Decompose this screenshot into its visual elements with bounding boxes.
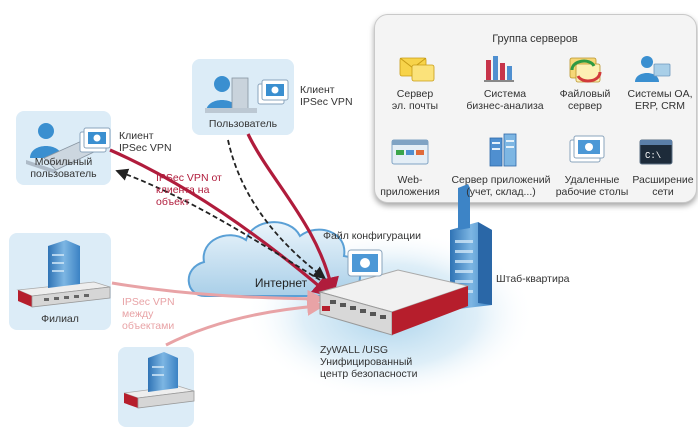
app-server-icon [489,133,517,167]
headquarters-tower-icon [458,184,470,230]
server-item-file-line2: сервер [567,100,603,112]
branch-label: Филиал [41,313,79,325]
server-item-erp-line1: Системы OA, [627,88,693,100]
site-to-site-vpn-line-branch [111,281,326,308]
mobile-user-label-line2: пользователь [30,168,97,180]
user-vpn-client-line2: IPSec VPN [300,96,353,108]
site-to-site-vpn-label: IPSec VPN между объектами [122,296,175,332]
browser-window-icon [391,139,429,165]
server-item-bi-line2: бизнес-анализа [466,100,544,112]
server-item-web-line2: приложения [380,186,440,198]
mobile-user-label-line1: Мобильный [34,156,93,168]
bar-chart-icon [484,56,514,82]
return-traffic-line-user [227,139,327,280]
server-item-web-line1: Web- [397,174,423,186]
site-to-site-vpn-line3: объектами [122,320,175,332]
server-item-remote: Удаленные рабочие столы [552,174,632,198]
server-item-file: Файловый сервер [555,88,615,112]
device-label-line1: ZyWALL /USG [320,344,389,356]
mail-icon [399,57,435,82]
server-item-erp: Системы OA, ERP, CRM [624,88,696,112]
person-screen-icon [635,56,671,82]
internet-label: Интернет [254,276,308,290]
client-to-site-vpn-line3: объект [156,196,190,208]
server-item-mail-line1: Сервер [396,88,434,100]
server-item-network-line1: Расширение [632,174,694,186]
mobile-vpn-client-label: Клиент IPSec VPN [119,130,172,154]
server-item-bi-line1: Система [483,88,527,100]
mobile-vpn-client-icon [79,127,111,153]
remote-desktop-icon [569,135,605,163]
client-vpn-line-mobile [109,148,332,297]
device-label-line2: Унифицированный [320,356,413,368]
branch-building-icon [48,240,80,288]
server-item-app-line2: (учет, склад...) [466,186,536,198]
client-to-site-vpn-line1: IPSec VPN от [156,172,222,184]
mobile-vpn-client-line2: IPSec VPN [119,142,172,154]
command-prompt-icon: C:\ [639,139,673,165]
user-label: Пользователь [208,118,278,130]
server-item-mail: Сервер эл. почты [380,88,450,112]
server-group-title: Группа серверов [492,33,578,45]
second-branch-building-icon [148,352,178,392]
server-item-app: Сервер приложений (учет, склад...) [446,174,556,198]
user-vpn-client-icon [257,79,289,105]
mobile-vpn-client-line1: Клиент [119,130,154,142]
second-branch-device-icon [123,385,195,409]
headquarters-label: Штаб-квартира [496,273,570,285]
server-item-mail-line2: эл. почты [391,100,439,112]
branch-device-icon [16,281,111,308]
server-item-remote-line2: рабочие столы [555,186,629,198]
site-to-site-vpn-line-second-branch [165,297,326,347]
site-to-site-vpn-line1: IPSec VPN [122,296,175,308]
site-to-site-vpn-line2: между [122,308,154,320]
zywall-device-icon [318,269,470,336]
server-item-bi: Система бизнес-анализа [460,88,550,112]
server-item-remote-line1: Удаленные [564,174,620,186]
server-item-web: Web- приложения [380,174,440,198]
server-item-app-line1: Сервер приложений [451,174,551,186]
server-item-network: Расширение сети [630,174,696,198]
server-item-erp-line2: ERP, CRM [635,100,685,112]
config-file-icon [347,249,383,277]
return-traffic-line-mobile [115,168,321,281]
client-to-site-vpn-label: IPSec VPN от клиента на объект [156,172,222,208]
config-file-label: Файл конфигурации [323,230,421,242]
file-server-icon [569,57,602,83]
client-to-site-vpn-line2: клиента на [156,184,210,196]
svg-text:C:\: C:\ [645,151,661,161]
device-label: ZyWALL /USG Унифицированный центр безопа… [320,344,417,380]
user-vpn-client-label: Клиент IPSec VPN [300,84,353,108]
desktop-computer-icon [205,77,257,113]
server-group-panel [374,14,697,203]
user-vpn-client-line1: Клиент [300,84,335,96]
mobile-user-label: Мобильный пользователь [16,156,111,180]
server-item-network-line2: сети [652,186,674,198]
device-label-line3: центр безопасности [320,368,418,380]
server-item-file-line1: Файловый [559,88,611,100]
